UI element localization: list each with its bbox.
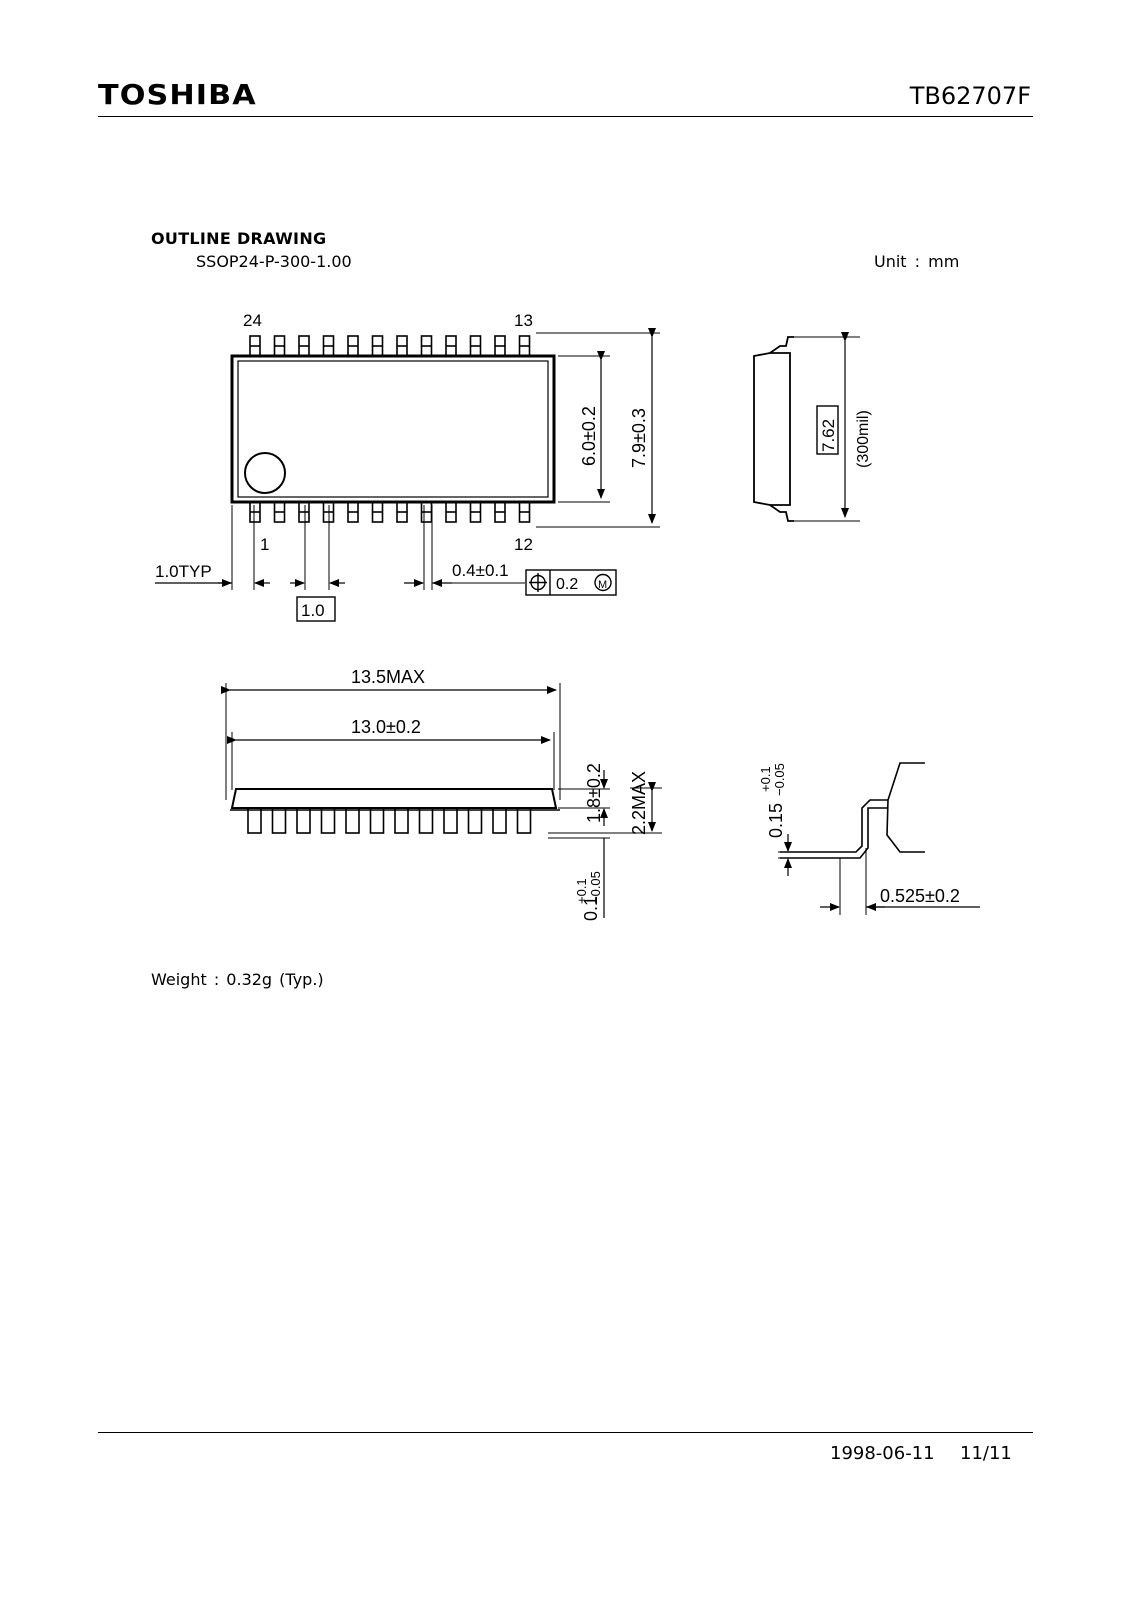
lead xyxy=(249,335,261,357)
foot-length-dim: 0.525±0.2 xyxy=(880,886,960,906)
lead xyxy=(369,807,385,834)
lead-span-mil: (300mil) xyxy=(855,410,872,468)
lead xyxy=(371,335,384,357)
length-max-dim: 13.5MAX xyxy=(351,667,425,687)
lead xyxy=(371,501,384,523)
pin-13-label: 13 xyxy=(514,311,533,330)
lead xyxy=(418,807,434,834)
front-view-labels: 13.5MAX 13.0±0.2 1.8±0.2 2.2MAX 0.1 +0.1… xyxy=(351,667,649,921)
standoff-dim: 0.1 xyxy=(581,896,601,921)
lead xyxy=(273,335,286,357)
tolerance-modifier: M xyxy=(598,579,607,591)
lead xyxy=(345,807,360,834)
footer-date: 1998-06-11 xyxy=(830,1443,935,1464)
lead xyxy=(347,501,359,523)
header-rule xyxy=(98,116,1033,117)
pitch-dim: 1.0 xyxy=(301,601,325,620)
lead-detail xyxy=(778,762,980,915)
top-view-labels: 24 13 1 12 6.0±0.2 7.9±0.3 1.0TYP 1.0 0.… xyxy=(155,311,649,620)
section-title: OUTLINE DRAWING xyxy=(151,229,327,248)
body-width-dim: 6.0±0.2 xyxy=(579,406,599,466)
standoff-tol-plus: +0.1 xyxy=(574,878,589,904)
lead xyxy=(420,335,433,357)
lead xyxy=(247,807,262,834)
front-leads xyxy=(247,807,532,834)
pin-24-label: 24 xyxy=(243,311,262,330)
end-view xyxy=(753,332,860,522)
package-code: SSOP24-P-300-1.00 xyxy=(196,252,352,271)
lead-thick-tol-plus: +0.1 xyxy=(758,766,773,792)
lead xyxy=(516,807,532,834)
pin-1-label: 1 xyxy=(260,535,269,554)
lead xyxy=(298,335,310,357)
top-view xyxy=(155,328,660,622)
lead xyxy=(469,335,482,357)
lead-detail-labels: 0.15 +0.1 −0.05 0.525±0.2 xyxy=(758,763,960,906)
unit-label: Unit : mm xyxy=(874,252,960,271)
lead xyxy=(494,501,506,523)
lead xyxy=(322,335,335,357)
part-number: TB62707F xyxy=(909,82,1031,110)
lead xyxy=(271,807,287,834)
tolerance-value: 0.2 xyxy=(556,576,578,593)
lead xyxy=(296,807,311,834)
length-dim: 13.0±0.2 xyxy=(351,717,421,737)
lead xyxy=(347,335,359,357)
lead-thickness-dim: 0.15 xyxy=(766,803,786,838)
standoff-tol-minus: −0.05 xyxy=(588,871,603,904)
overall-width-dim: 7.9±0.3 xyxy=(629,408,649,468)
lead-width-dim: 0.4±0.1 xyxy=(452,561,509,580)
lead xyxy=(320,807,336,834)
body-height-dim: 1.8±0.2 xyxy=(584,763,604,823)
lead xyxy=(396,501,408,523)
lead xyxy=(494,335,506,357)
lead xyxy=(249,501,261,523)
bottom-leads xyxy=(249,501,531,523)
lead xyxy=(394,807,409,834)
lead xyxy=(298,501,310,523)
lead-span-dim: 7.62 xyxy=(819,419,838,452)
lead xyxy=(443,807,458,834)
front-view xyxy=(221,683,662,918)
toshiba-logo: TOSHIBA xyxy=(98,78,257,111)
lead xyxy=(396,335,408,357)
pin-12-label: 12 xyxy=(514,535,533,554)
weight-note: Weight : 0.32g (Typ.) xyxy=(151,970,324,989)
lead xyxy=(518,501,531,523)
lead-thick-tol-minus: −0.05 xyxy=(772,763,787,796)
top-leads xyxy=(249,335,531,357)
lead xyxy=(445,501,457,523)
lead xyxy=(445,335,457,357)
lead-end-dim: 1.0TYP xyxy=(155,562,212,581)
lead xyxy=(420,501,433,523)
lead xyxy=(467,807,483,834)
lead xyxy=(469,501,482,523)
footer-page: 11/11 xyxy=(960,1443,1012,1464)
end-view-labels: 7.62 (300mil) xyxy=(819,410,872,468)
footer-rule xyxy=(98,1432,1033,1433)
lead xyxy=(492,807,507,834)
lead xyxy=(518,335,531,357)
height-max-dim: 2.2MAX xyxy=(629,771,649,835)
lead xyxy=(273,501,286,523)
